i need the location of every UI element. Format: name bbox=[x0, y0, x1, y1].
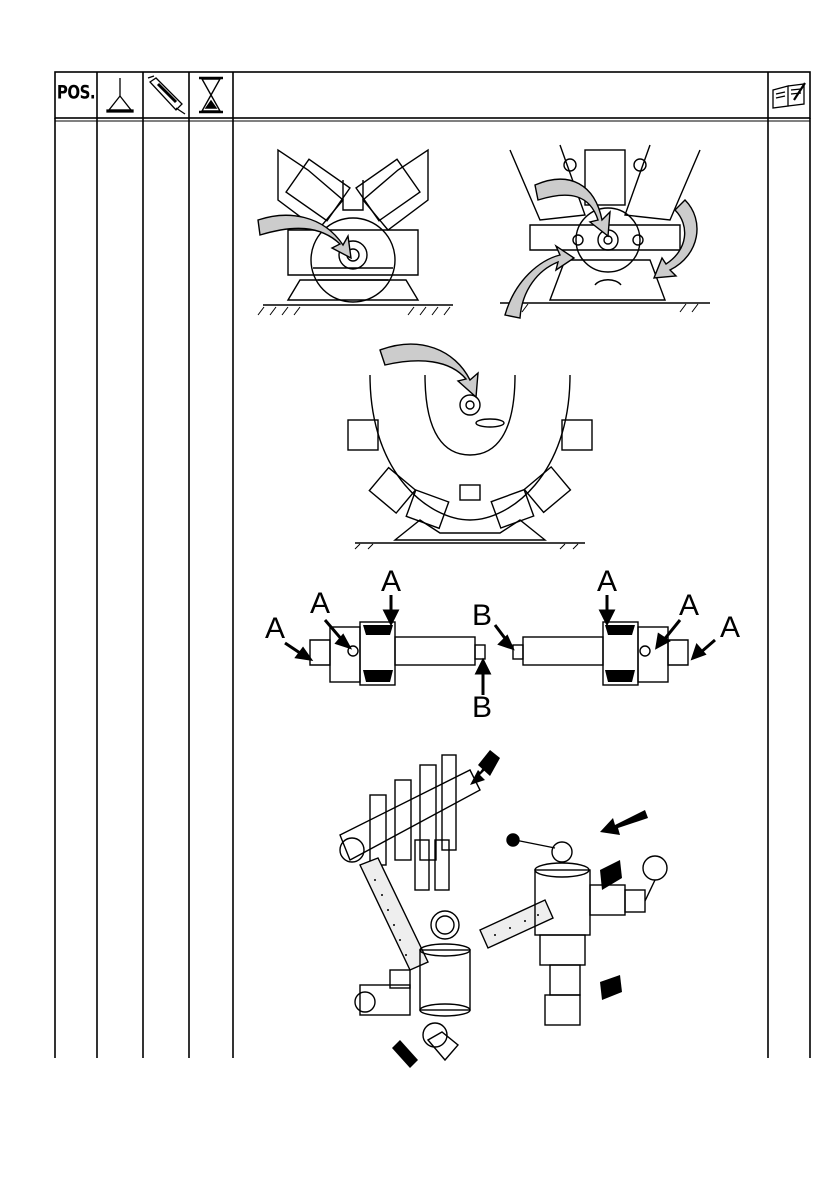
oil-can-icon bbox=[104, 76, 136, 114]
hourglass-icon bbox=[195, 75, 227, 115]
compressor-side-illustration bbox=[490, 140, 720, 325]
grease-gun-icon bbox=[146, 74, 188, 116]
pos-column-header: POS. bbox=[55, 81, 97, 104]
lubrication-point-label: B bbox=[472, 691, 492, 724]
pointer-arrow-icon bbox=[505, 246, 574, 318]
pointer-arrow-icon bbox=[654, 200, 697, 278]
lubrication-point-label: A bbox=[720, 611, 740, 644]
lubrication-point-label: A bbox=[310, 587, 330, 620]
manifold-assembly-illustration bbox=[330, 740, 700, 1070]
compressor-front-illustration bbox=[248, 140, 458, 320]
lubrication-point-label: A bbox=[679, 589, 699, 622]
radial-compressor-illustration bbox=[340, 335, 600, 550]
manual-book-icon bbox=[770, 80, 808, 110]
lubrication-point-label: B bbox=[472, 599, 492, 632]
shaft-lubrication-points-illustration: A A A B B A A A bbox=[255, 565, 755, 725]
pointer-arrow-icon bbox=[380, 344, 478, 397]
lubrication-point-label: A bbox=[381, 565, 401, 598]
lubrication-point-label: A bbox=[597, 565, 617, 598]
pointer-arrow-icon bbox=[535, 179, 610, 236]
lubrication-point-label: A bbox=[265, 612, 285, 645]
